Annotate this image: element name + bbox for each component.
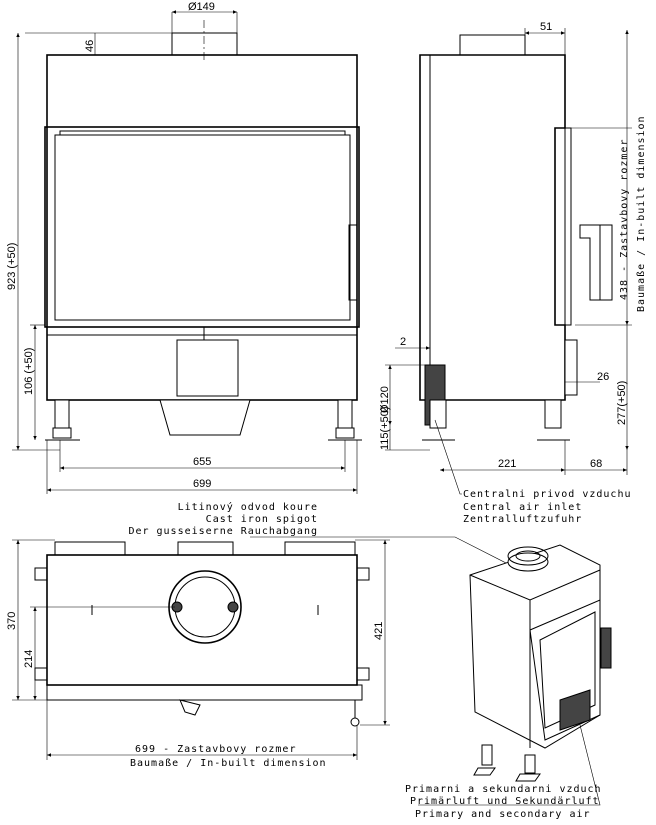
door-side xyxy=(564,127,572,326)
dim-depth: 438 - Zastavbovy rozmer xyxy=(619,139,630,300)
flue-spigot xyxy=(171,32,238,56)
flue-spigot-side xyxy=(459,34,526,56)
handle-side xyxy=(579,224,601,301)
top-body xyxy=(46,554,358,686)
dim-depth-total: 370 xyxy=(6,612,18,630)
dim-depth-b: 68 xyxy=(590,458,602,470)
glass-panel xyxy=(54,134,351,321)
front-view: Ø149 46 923 (+50) 106 (+50) 655 699 xyxy=(6,1,362,494)
iso-handle xyxy=(600,627,612,669)
dim-spigot-offset: 214 xyxy=(23,650,35,668)
dim-handle-offset: 26 xyxy=(597,371,609,383)
door-frame xyxy=(44,126,360,328)
air-inlet-hood xyxy=(159,399,251,436)
side-body xyxy=(419,54,566,401)
dim-depth-sub: Baumaße / In-built dimension xyxy=(636,115,647,312)
air-label-cz: Primarni a sekundarni vzduch xyxy=(405,784,602,795)
side-view: 51 438 - Zastavbovy rozmer Baumaße / In-… xyxy=(379,21,647,525)
dim-air-inlet-diameter: Ø120 xyxy=(379,386,391,413)
dim-total-height: 923 (+50) xyxy=(6,243,18,290)
dim-width: 699 - Zastavbovy rozmer xyxy=(135,744,296,755)
dim-inner-width: 655 xyxy=(193,456,211,468)
spigot-label-cz: Litinový odvod koure xyxy=(178,501,318,513)
dim-spigot-diameter: Ø149 xyxy=(188,1,215,13)
dim-lower-height: 277(+50) xyxy=(616,381,628,425)
iso-door xyxy=(529,599,601,741)
dim-total-width: 699 xyxy=(193,478,211,490)
dim-top-offset: 51 xyxy=(540,21,552,33)
door-handle xyxy=(348,224,358,301)
leg-left xyxy=(45,399,80,441)
air-box xyxy=(176,339,239,397)
air-inlet-label-de: Zentralluftzufuhr xyxy=(463,514,582,525)
dim-depth-with-handle: 421 xyxy=(373,622,385,640)
air-label-en: Primary and secondary air xyxy=(415,809,591,820)
dim-base-height: 106 (+50) xyxy=(23,348,35,395)
dim-spigot-height: 46 xyxy=(84,40,96,52)
dim-depth-a: 221 xyxy=(498,458,516,470)
air-inlet-label-en: Central air inlet xyxy=(463,502,582,513)
rear-bracket xyxy=(564,339,578,396)
spigot-label-en: Cast iron spigot xyxy=(206,514,318,525)
top-view: Litinový odvod koure Cast iron spigot De… xyxy=(6,501,511,769)
leg-right xyxy=(328,399,362,441)
air-label-de: Primärluft und Sekundärluft xyxy=(410,796,600,807)
iso-view: Primarni a sekundarni vzduch Primärluft … xyxy=(405,544,612,820)
dim-gap: 2 xyxy=(400,336,406,348)
dim-air-inlet-height: 115(+50) xyxy=(379,406,391,450)
iso-spigot xyxy=(507,552,549,572)
air-inlet-label-cz: Centralni privod vzduchu xyxy=(463,489,632,500)
dim-width-sub: Baumaße / In-built dimension xyxy=(130,758,327,769)
spigot-label-de: Der gusseiserne Rauchabgang xyxy=(128,526,318,537)
